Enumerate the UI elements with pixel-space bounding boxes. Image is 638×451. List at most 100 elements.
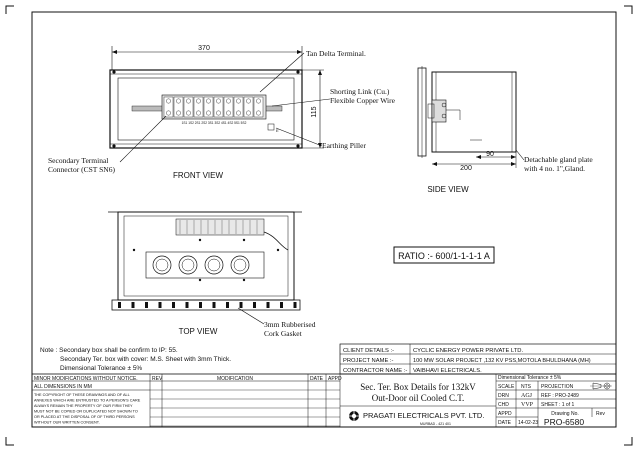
date-label: DATE: [498, 420, 512, 426]
minor-mods: MINOR MODIFICATIONS WITHOUT NOTICE.: [34, 376, 138, 382]
terminal-screw: [256, 98, 261, 104]
side-view: 200 90 SIDE VIEW: [417, 66, 525, 194]
front-view: 370 1S1 1S2 2S1 2S2 3S1 3S2 4S1 4S2 5S1 …: [109, 45, 331, 180]
flange-bolt: [226, 302, 229, 308]
ref-text: REF : PRO-2489: [541, 393, 579, 399]
date-header: DATE: [310, 376, 324, 382]
ratio-box: [393, 246, 495, 264]
flange-bolt: [185, 302, 189, 308]
terminal-labels: 1S1 1S2 2S1 2S2 3S1 3S2 4S1 4S2 5S1 5S2: [182, 121, 247, 125]
terminal-screw: [206, 98, 211, 104]
terminal: [193, 96, 204, 118]
projection-symbol-icon: [590, 382, 612, 390]
flange-bolt: [131, 302, 135, 308]
project-label: PROJECT NAME :-: [343, 358, 394, 364]
copyright-line: ANNEXES WHICH ARE ENTRUSTED TO A PERSON'…: [34, 399, 141, 403]
terminal-screw: [236, 110, 241, 116]
callout-gland-1: Detachable gland plate: [524, 155, 593, 164]
gland-inner: [207, 258, 221, 272]
terminal: [243, 96, 254, 118]
scale-label: SCALE: [498, 384, 515, 390]
gland-inner: [233, 258, 247, 272]
drawing-no-label: Drawing No.: [551, 411, 579, 417]
terminal: [203, 96, 214, 118]
gland-outer: [178, 255, 198, 275]
flange-bolt: [212, 302, 216, 308]
details-table: CLIENT DETAILS :- CYCLIC ENERGY POWER PR…: [339, 343, 617, 375]
terminal-screw: [256, 110, 261, 116]
drawing-title-2: Out-Door oil Cooled C.T.: [372, 393, 465, 403]
copyright-line: ALWAYS REMAIN THE PROPERTY OF OUR FIRM T…: [34, 404, 133, 408]
contractor-label: CONTRACTOR NAME :-: [343, 368, 407, 374]
flange-bolt: [172, 302, 175, 308]
terminal-screw: [166, 110, 171, 116]
title-block: MINOR MODIFICATIONS WITHOUT NOTICE. ALL …: [31, 373, 617, 428]
dim-front-height: 115: [311, 106, 318, 117]
copyright-line: MUST NOT BE COPIED OR DUPLICATED NOT SHO…: [34, 410, 138, 414]
copyright-line: OR PLACED AT THE DISPOSAL OF OF THIRD PE…: [34, 415, 135, 419]
gland-outer: [204, 255, 224, 275]
callout-gland-2: with 4 no. 1",Gland.: [524, 164, 585, 173]
date-value: 14-02-23: [518, 420, 538, 426]
terminal-screw: [216, 98, 221, 104]
contractor-value: VAIBHAVI ELECTRICALS.: [413, 368, 482, 374]
terminal-screw: [176, 98, 181, 104]
appd-label: APPD: [498, 411, 512, 417]
terminal-screw: [226, 98, 231, 104]
callout-secondary-1: Secondary Terminal: [48, 156, 108, 165]
tolerance-text: Dimensional Tolerance ± 5%: [498, 375, 562, 381]
terminal: [223, 96, 234, 118]
terminal-screw: [226, 110, 231, 116]
flange-bolt: [280, 302, 283, 308]
sheet-text: SHEET : 1 of 1: [541, 402, 574, 408]
callout-gasket-1: 3mm Rubberised: [264, 320, 316, 329]
top-view-label: TOP VIEW: [179, 327, 218, 336]
terminal-screw: [236, 98, 241, 104]
callout-shorting-link-2: Flexible Copper Wire: [330, 96, 396, 105]
terminal-screw: [186, 98, 191, 104]
terminal: [213, 96, 224, 118]
terminal-screw: [196, 110, 201, 116]
terminal-block: 1S1 1S2 2S1 2S2 3S1 3S2 4S1 4S2 5S1 5S2: [161, 94, 267, 125]
projection-label: PROJECTION: [541, 384, 574, 390]
project-value: 100 MW SOLAR PROJECT ,132 KV PSS,MOTOLA …: [413, 358, 591, 364]
flange-bolt: [118, 302, 121, 308]
dim-side-offset: 90: [486, 151, 494, 158]
company-name: PRAGATI ELECTRICALS PVT. LTD.: [363, 411, 484, 420]
rev-header: REV: [152, 376, 163, 382]
drawing-number: PRO-6580: [544, 417, 584, 427]
flange-bolt: [199, 302, 202, 308]
note-1: Note : Secondary box shall be confirm to…: [40, 347, 178, 354]
ratio-text: RATIO :- 600/1-1-1-1 A: [398, 251, 490, 261]
callout-gasket-2: Cork Gasket: [264, 329, 303, 338]
company-location: MURBAD - 421 401: [420, 422, 451, 426]
terminal-screw: [246, 98, 251, 104]
copyright-line: WITHOUT OUR WRITTEN CONSENT.: [34, 421, 100, 425]
terminal-screw: [246, 110, 251, 116]
scale-value: NTS: [521, 384, 532, 390]
flange-bolt: [158, 302, 162, 308]
flange-bolt: [239, 302, 243, 308]
terminal: [163, 96, 174, 118]
gland-inner: [181, 258, 195, 272]
drn-label: DRN: [498, 393, 509, 399]
drawing-title-1: Sec. Ter. Box Details for 132kV: [360, 382, 476, 392]
callout-shorting-link-1: Shorting Link (Cu.): [330, 87, 390, 96]
terminal: [233, 96, 244, 118]
note-3: Dimensional Tolerance ± 5%: [60, 365, 142, 372]
flange-bolt: [145, 302, 148, 308]
chd-value: VVP: [521, 402, 534, 408]
top-view: TOP VIEW: [108, 211, 302, 336]
terminal: [253, 96, 264, 118]
callout-secondary-2: Connector (CST SN6): [48, 165, 115, 174]
gland-outer: [230, 255, 250, 275]
flange-bolt: [266, 302, 270, 308]
terminal-screw: [206, 110, 211, 116]
callout-earthing: Earthing Piller: [322, 141, 366, 150]
all-dims: ALL DIMENSIONS IN MM: [34, 384, 92, 390]
copyright-line: THE COPYRIGHT OF THESE DRAWINGS AND OF A…: [34, 393, 130, 397]
flange-bolt: [253, 302, 256, 308]
terminal-screw: [176, 110, 181, 116]
rev-label: Rev: [596, 411, 605, 417]
